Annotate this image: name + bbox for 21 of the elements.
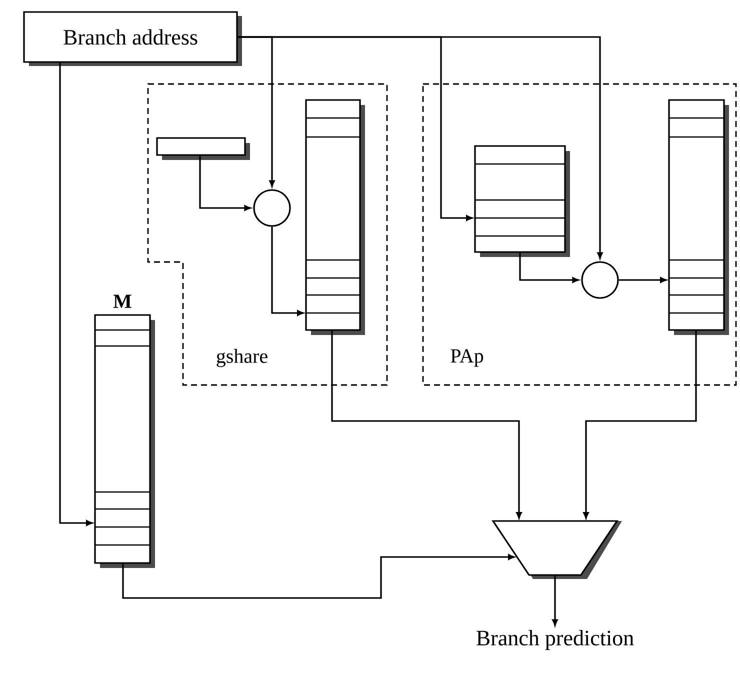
table-box [474, 145, 570, 257]
output-label: Branch prediction [476, 630, 634, 650]
arrow [271, 226, 304, 316]
arrow [331, 330, 522, 519]
arrow [238, 36, 603, 259]
dashed-region: PAp [422, 83, 737, 386]
arrow [583, 330, 697, 519]
node-label: M [113, 294, 132, 308]
arrow [59, 62, 93, 526]
table-box [668, 99, 729, 335]
arrow [552, 575, 558, 626]
dashed-region: gshare [147, 83, 388, 386]
xor-circle [581, 261, 619, 299]
arrow [122, 554, 515, 599]
arrow [519, 252, 579, 283]
arrow [199, 155, 251, 211]
register-bar [156, 137, 250, 160]
table-box [305, 99, 365, 335]
xor-circle [253, 189, 291, 227]
arrow [618, 277, 667, 283]
address-box: Branch address [23, 11, 242, 66]
